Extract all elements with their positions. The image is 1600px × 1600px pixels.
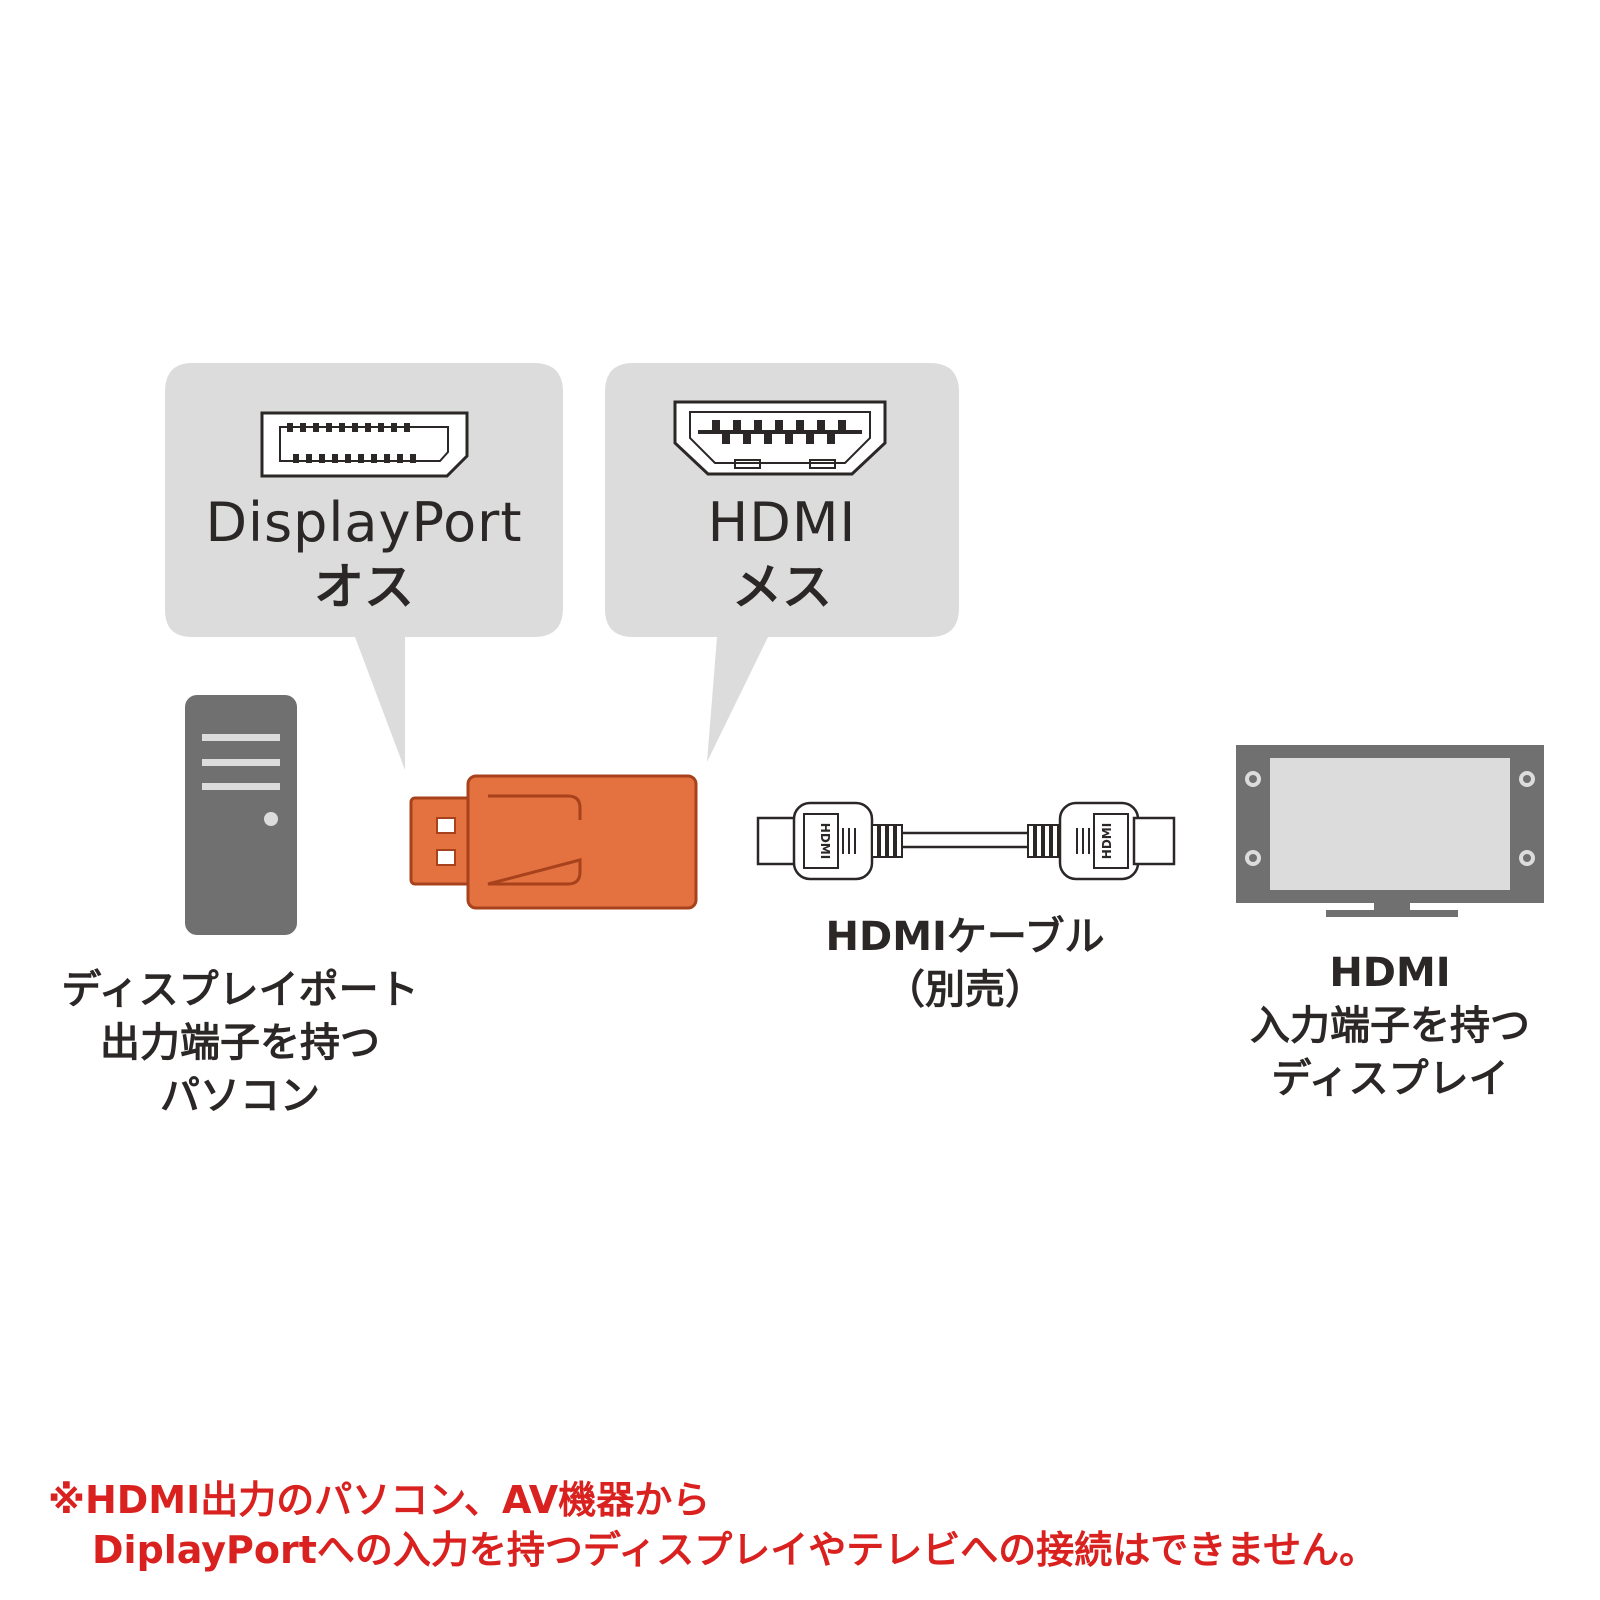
tv-display-icon: [1236, 745, 1544, 917]
displayport-hdmi-adapter-icon: [409, 774, 698, 910]
displayport-male-label: オス: [314, 558, 414, 616]
hdmi-cable-icon: HDMI HDMI: [756, 801, 1176, 881]
hdmi-port-icon: [673, 400, 887, 476]
hdmi-female-label: メス: [732, 558, 832, 616]
pc-label-line1: ディスプレイポート: [61, 967, 419, 1013]
display-label-line2: 入力端子を持つ: [1250, 1003, 1530, 1049]
warning-note-line2: DiplayPortへの入力を持つディスプレイやテレビへの接続はできません。: [92, 1528, 1378, 1572]
pc-label-line3: パソコン: [160, 1073, 320, 1119]
hdmi-label: HDMI: [707, 491, 857, 554]
hdmi-bubble: [605, 363, 959, 762]
displayport-label: DisplayPort: [205, 491, 523, 554]
cable-plug-left-text: HDMI: [818, 823, 832, 859]
cable-label-line1: HDMIケーブル: [825, 914, 1105, 960]
displayport-port-icon: [260, 411, 469, 478]
display-label-line1: HDMI: [1329, 950, 1451, 996]
pc-label-line2: 出力端子を持つ: [100, 1020, 380, 1066]
cable-label-line2: （別売）: [885, 967, 1045, 1013]
display-label-line3: ディスプレイ: [1271, 1056, 1509, 1102]
cable-plug-right-text: HDMI: [1100, 823, 1114, 859]
desktop-pc-icon: [185, 695, 297, 935]
warning-note-line1: ※HDMI出力のパソコン、AV機器から: [48, 1478, 711, 1522]
